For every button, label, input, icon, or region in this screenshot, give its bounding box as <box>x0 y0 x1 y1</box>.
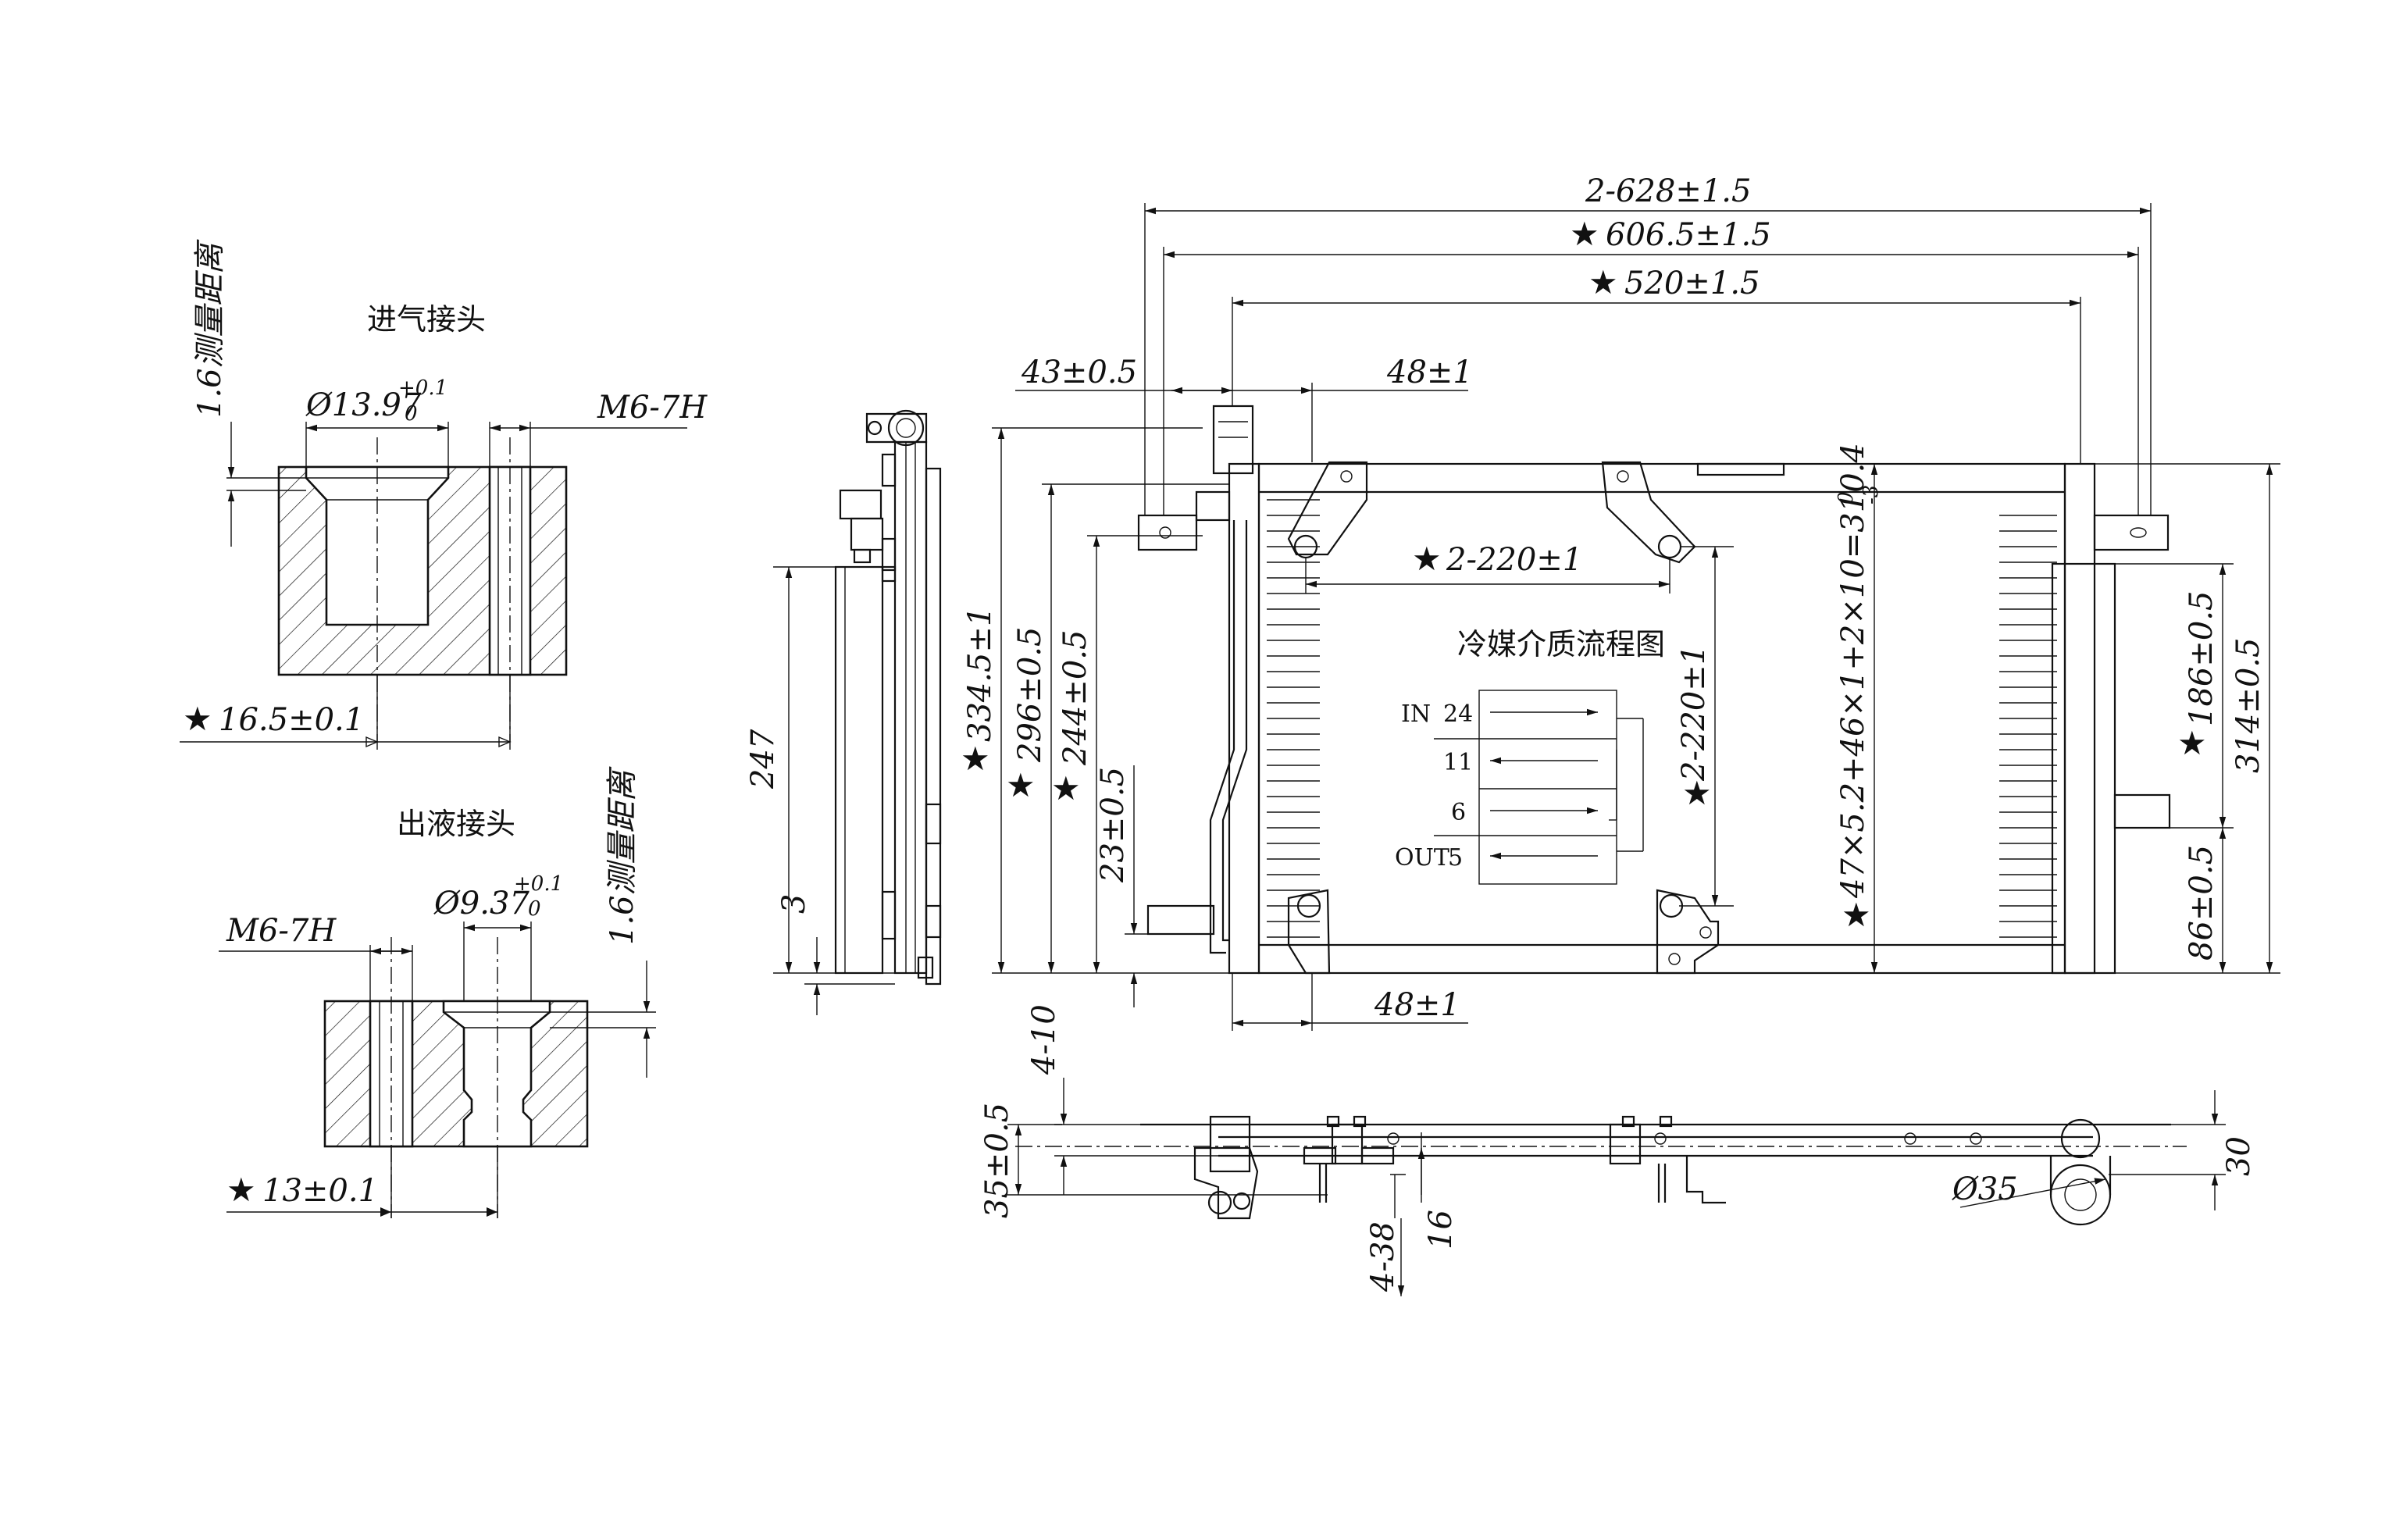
side-view-offset: 3 <box>776 894 812 914</box>
left-fins <box>1267 499 1320 938</box>
outlet-fitting-title: 出液接头 <box>397 807 515 841</box>
side-view-height: 247 <box>745 729 781 790</box>
right-86: 86±0.5 <box>2184 845 2220 961</box>
flow-row-1-label: IN <box>1401 700 1431 728</box>
outlet-bore-dia: Ø9.37 <box>433 886 529 922</box>
tank-width-key-mark: ★ <box>1570 215 1599 253</box>
flow-row-1-count: 24 <box>1443 700 1473 728</box>
flow-chart-title: 冷媒介质流程图 <box>1457 627 1665 661</box>
inlet-bore-tol-upper: +0.1 <box>398 376 447 400</box>
side-view: 247 3 <box>745 409 942 1015</box>
height-244: 244±0.5 <box>1057 630 1093 766</box>
outlet-body <box>323 1000 589 1148</box>
offset-35: 35±0.5 <box>979 1103 1015 1218</box>
tank-dia: Ø35 <box>1952 1171 2018 1207</box>
right-186-key-mark: ★ <box>2177 724 2207 762</box>
flow-row-4-label: OUT <box>1395 844 1449 872</box>
right-314: 314±0.5 <box>2230 638 2266 773</box>
inlet-thread: M6-7H <box>597 390 708 426</box>
right-fins <box>1999 515 2057 938</box>
outlet-bore-tol-upper: +0.1 <box>514 872 563 896</box>
hole-4-10: 4-10 <box>1026 1004 1062 1075</box>
bracket-spacing-side-key-mark: ★ <box>1682 774 1712 812</box>
outlet-thread: M6-7H <box>226 913 337 949</box>
inlet-fitting-detail: 进气接头 Ø13.97 +0.1 0 M6-7H 1.6测量距离 <box>180 239 708 750</box>
outlet-key-mark: ★ <box>226 1171 256 1209</box>
core-formula-key-mark: ★ <box>1842 896 1871 934</box>
left-offset: 43±0.5 <box>1021 355 1137 390</box>
inlet-bore <box>305 465 450 626</box>
core-formula-tol-lower: -3 <box>1859 485 1883 504</box>
bottom-view: 4-10 35±0.5 4-38 16 Ø35 30 <box>979 1004 2257 1296</box>
bracket-spacing-key-mark: ★ <box>1412 540 1442 578</box>
core-width: 520±1.5 <box>1624 266 1760 301</box>
outlet-fitting-detail: 出液接头 Ø9.37 +0.1 0 M6-7H 1.6测量距离 ★ 13±0.1 <box>219 766 656 1218</box>
height-total-key-mark: ★ <box>961 740 990 778</box>
height-23: 23±0.5 <box>1095 767 1131 883</box>
overall-width: 2-628±1.5 <box>1585 173 1751 209</box>
depth-16: 16 <box>1423 1210 1459 1249</box>
front-view: 2-628±1.5 ★ 606.5±1.5 ★ 520±1.5 43±0.5 4… <box>961 173 2280 1031</box>
height-296: 296±0.5 <box>1012 627 1048 763</box>
bracket-spacing-side: 2-220±1 <box>1676 645 1712 782</box>
core-formula: 47×5.2+46×1+2×10=310.4 <box>1835 443 1871 899</box>
inlet-key-mark: ★ <box>183 700 212 738</box>
outlet-center-distance: 13±0.1 <box>262 1173 378 1209</box>
flow-row-2-count: 11 <box>1443 749 1473 776</box>
flow-row-4-count: 5 <box>1448 844 1463 872</box>
core-width-key-mark: ★ <box>1588 263 1618 301</box>
refrigerant-flow-chart: 冷媒介质流程图 IN 24 11 6 OUT 5 <box>1395 627 1665 885</box>
inlet-bore-tol-lower: 0 <box>405 402 418 426</box>
outlet-bore <box>442 1000 551 1148</box>
bracket-spacing-top: 2-220±1 <box>1446 542 1582 578</box>
bracket-top-offset: 48±1 <box>1386 355 1473 390</box>
height-244-key-mark: ★ <box>1051 769 1081 807</box>
flow-row-3-count: 6 <box>1451 799 1466 826</box>
hole-4-38: 4-38 <box>1365 1221 1401 1292</box>
tank-width: 606.5±1.5 <box>1606 217 1771 253</box>
inlet-measure-note: 1.6测量距离 <box>192 239 228 418</box>
right-186: 186±0.5 <box>2184 591 2220 726</box>
inlet-bore-dia: Ø13.97 <box>305 387 422 423</box>
height-296-key-mark: ★ <box>1006 766 1036 804</box>
height-total: 334.5±1 <box>962 607 998 742</box>
outlet-bore-tol-lower: 0 <box>528 897 541 921</box>
inlet-center-distance: 16.5±0.1 <box>219 702 364 738</box>
inlet-fitting-title: 进气接头 <box>367 302 486 337</box>
core-formula-tol-upper: 0 <box>1834 491 1858 504</box>
height-30: 30 <box>2221 1136 2257 1176</box>
outlet-measure-note: 1.6测量距离 <box>604 766 640 945</box>
bracket-bottom-offset: 48±1 <box>1374 987 1460 1023</box>
